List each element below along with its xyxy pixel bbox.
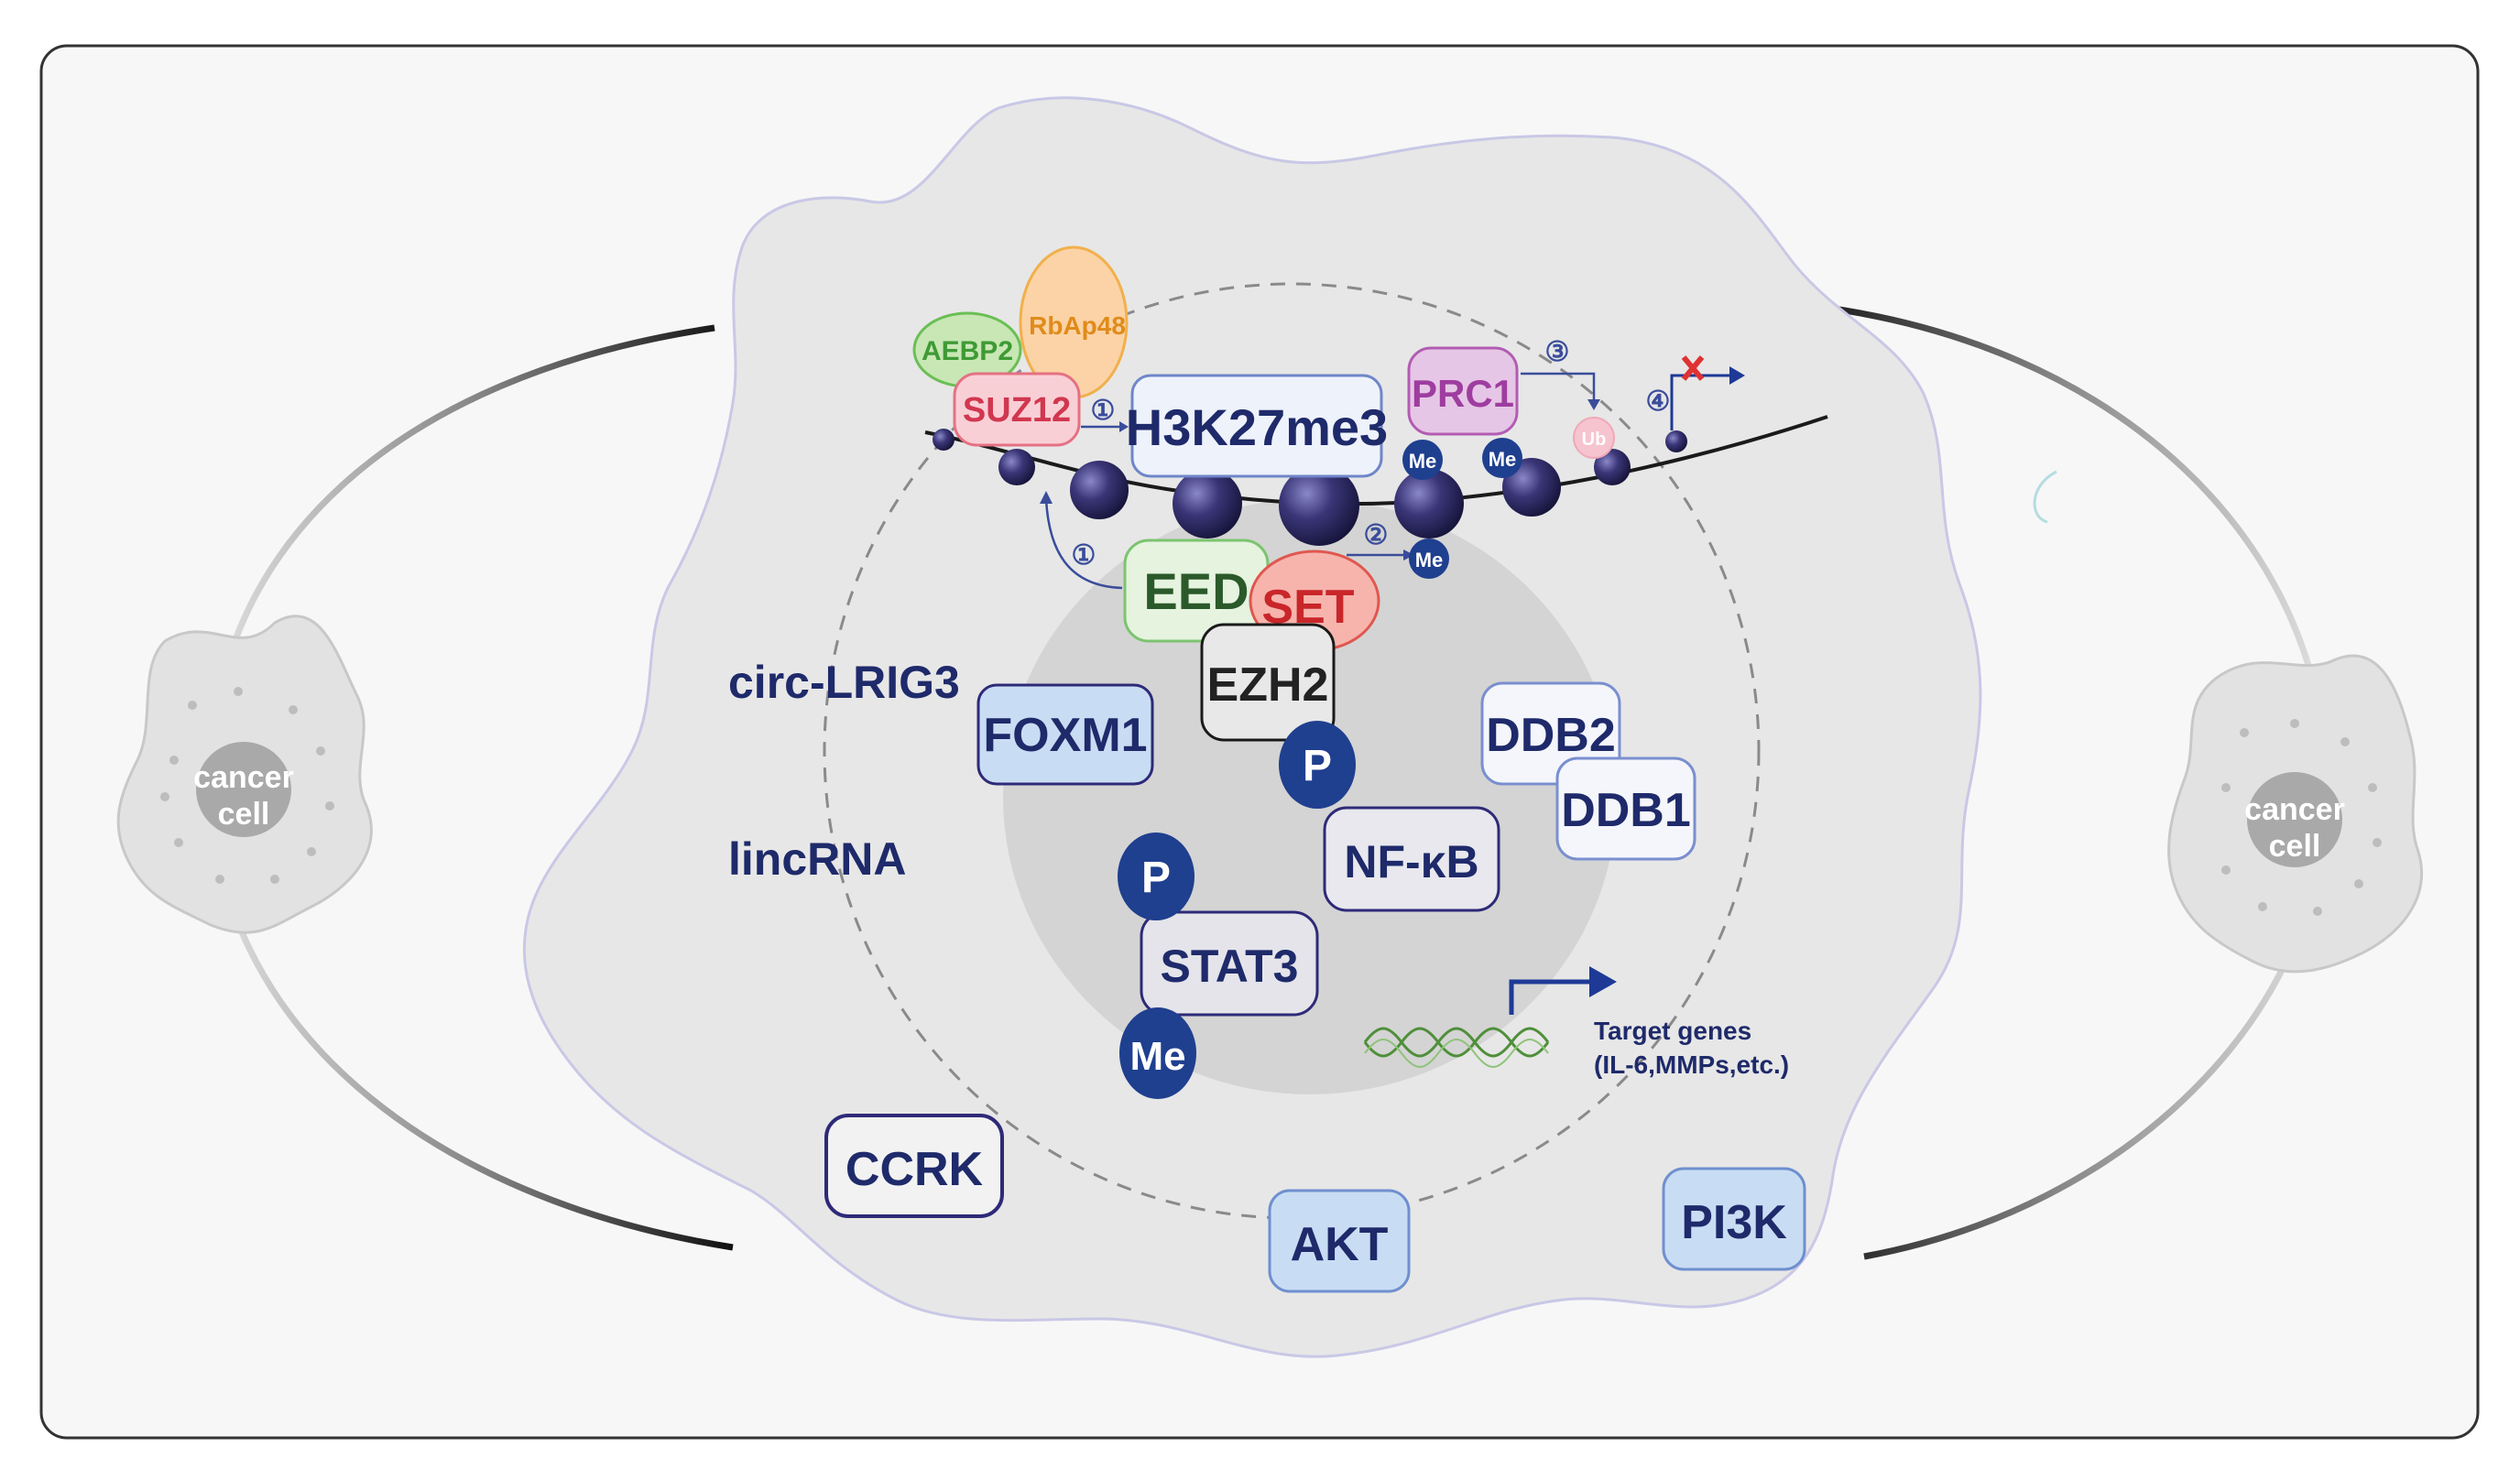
rbap48-label: RbAp48 <box>1029 311 1126 340</box>
nfkb-label: NF-κB <box>1344 836 1478 887</box>
target-genes-examples-label: (IL-6,MMPs,etc.) <box>1594 1050 1789 1079</box>
nucleosome <box>1173 469 1242 539</box>
step2-label: ② <box>1364 520 1389 550</box>
ddb1-box <box>1555 756 1696 861</box>
methyl-mark <box>1402 440 1443 480</box>
ubiquitin-mark <box>1573 417 1615 459</box>
nucleosomes <box>933 429 1687 546</box>
methyl-mark <box>1409 539 1449 579</box>
akt-label: AKT <box>1291 1218 1389 1271</box>
ubiquitin-label: Ub <box>1582 430 1607 450</box>
nfkb-box <box>1323 806 1500 912</box>
ccrk-box <box>824 1114 1004 1218</box>
suz12-label: SUZ12 <box>963 391 1071 430</box>
small-cancer-cell-right: cancer cell <box>2167 654 2424 974</box>
nucleosome <box>1070 461 1129 519</box>
prc1-label: PRC1 <box>1412 372 1514 415</box>
stat3-box <box>1140 910 1319 1017</box>
ddb2-label: DDB2 <box>1486 709 1616 762</box>
h3k27me3-label: H3K27me3 <box>1126 398 1388 456</box>
ddb1-label: DDB1 <box>1561 784 1691 837</box>
nucleosome <box>1394 469 1464 539</box>
nucleosome <box>933 429 955 451</box>
nucleus-membrane <box>823 282 1761 1220</box>
left-cell-label-line2: cell <box>218 797 270 832</box>
right-cell-label-line2: cell <box>2269 829 2321 864</box>
methyl-mark <box>1119 1007 1196 1099</box>
methyl-mark-label: Me <box>1415 549 1444 571</box>
step3-label: ③ <box>1545 337 1570 367</box>
h3k27me3-box <box>1130 374 1383 478</box>
phospho-mark <box>1279 721 1356 809</box>
phospho-mark <box>1118 832 1195 920</box>
nucleosome <box>1594 449 1631 485</box>
pi3k-label: PI3K <box>1681 1196 1787 1249</box>
arrow-step4 <box>1670 374 1731 430</box>
left-cell-label-line1: cancer <box>193 760 294 795</box>
methyl-mark-label: Me <box>1409 450 1437 473</box>
ezh2-box <box>1200 623 1336 742</box>
phospho-mark-label: P <box>1141 854 1171 902</box>
nucleosome <box>1665 430 1687 452</box>
akt-box <box>1268 1189 1411 1293</box>
transcription-arrow <box>1509 979 1592 1015</box>
step1-curve-label: ① <box>1072 540 1096 571</box>
target-genes-label: Target genes <box>1594 1017 1751 1045</box>
eed-label: EED <box>1143 562 1249 620</box>
nucleosome <box>998 449 1035 485</box>
blocked-x-icon <box>1681 355 1705 381</box>
suz12-box <box>953 372 1081 447</box>
arrow-head <box>1403 550 1414 560</box>
stat3-label: STAT3 <box>1161 941 1299 992</box>
lincrna-label: lincRNA <box>728 833 906 885</box>
ccrk-label: CCRK <box>845 1143 984 1196</box>
nucleosome <box>1502 458 1561 517</box>
methyl-mark-label: Me <box>1489 448 1517 471</box>
arrow-head <box>1729 366 1745 385</box>
arrow-step3 <box>1521 372 1596 403</box>
arrow-head <box>1119 421 1129 432</box>
foxm1-label: FOXM1 <box>983 709 1147 762</box>
step1-top-label: ① <box>1091 396 1116 426</box>
dna-helix-icon <box>1363 1027 1550 1068</box>
arrow-head <box>1589 966 1617 997</box>
prc1-box <box>1407 346 1519 436</box>
pi3k-box <box>1662 1167 1806 1271</box>
nucleosome <box>1279 465 1359 546</box>
foxm1-box <box>976 683 1154 786</box>
circ-lrig3-label: circ-LRIG3 <box>728 657 960 708</box>
methyl-mark <box>1482 438 1522 478</box>
arrow-head <box>1587 399 1600 410</box>
arrow-head <box>1040 491 1053 504</box>
crescent-mark <box>2033 470 2057 524</box>
right-cell-label-line1: cancer <box>2244 792 2345 827</box>
step4-label: ④ <box>1646 386 1671 417</box>
ezh2-label: EZH2 <box>1207 658 1329 712</box>
methyl-mark-label: Me <box>1129 1034 1185 1079</box>
phospho-mark-label: P <box>1303 742 1332 790</box>
aebp2-label: AEBP2 <box>922 336 1013 366</box>
arrow-step1-curve <box>1044 498 1123 590</box>
small-cancer-cell-left: cancer cell <box>116 615 373 934</box>
